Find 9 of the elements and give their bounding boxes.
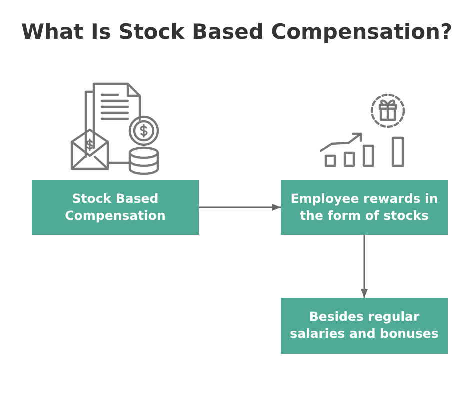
process-box <box>32 180 199 235</box>
arrow <box>360 235 368 298</box>
box-label: Employee rewards in the form of stocks <box>290 190 440 224</box>
process-box <box>281 298 448 354</box>
title: What Is Stock Based Compensation? <box>20 20 454 44</box>
box-label: Besides regular salaries and bonuses <box>289 309 440 343</box>
process-box <box>281 180 448 235</box>
arrow <box>199 204 281 212</box>
box-label: Stock Based Compensation <box>64 190 167 224</box>
